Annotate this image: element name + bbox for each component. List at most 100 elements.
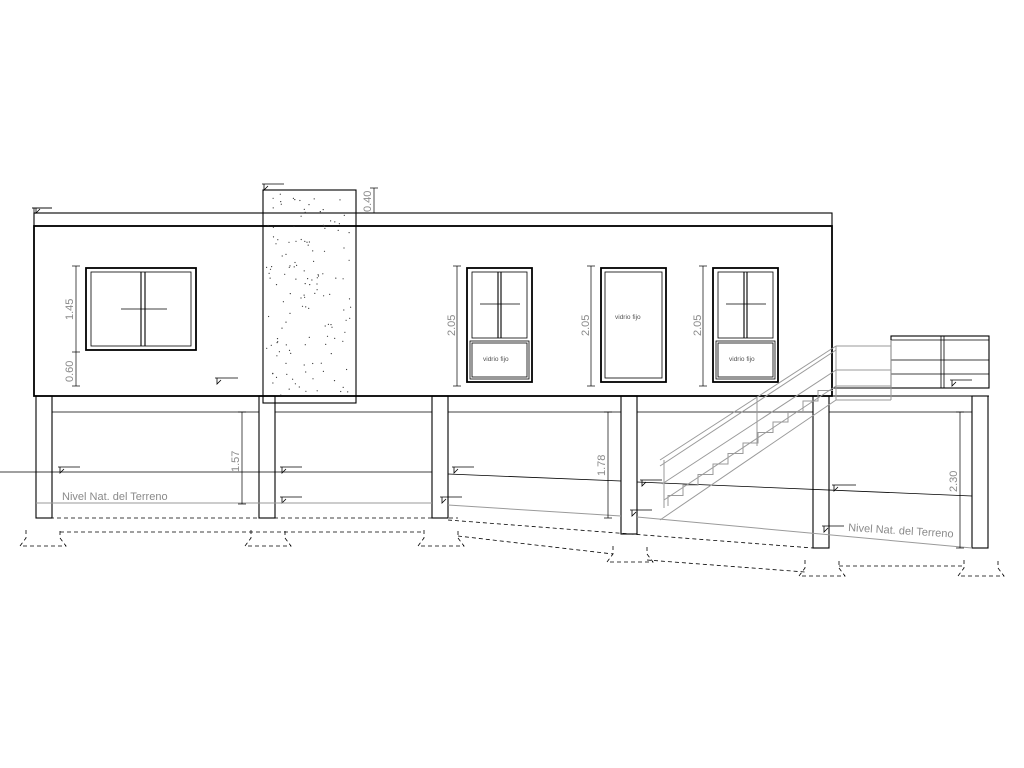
stone-texture-dot	[275, 243, 277, 245]
stone-texture-dot	[276, 342, 278, 344]
dim-sill-height: 0.60	[64, 361, 76, 382]
stone-texture-dot	[269, 268, 272, 270]
stone-texture-dot	[342, 340, 344, 342]
stone-texture-dot	[307, 244, 309, 246]
stone-texture-dot	[333, 380, 336, 382]
door-window-3: vidrio fijo	[712, 267, 779, 383]
stone-texture-dot	[300, 297, 302, 299]
stone-texture-dot	[330, 324, 332, 326]
stone-texture-dot	[266, 347, 268, 349]
stone-texture-dot	[282, 301, 284, 303]
dim-chimney-top: 0.40	[362, 191, 374, 212]
stone-texture-dot	[272, 373, 274, 375]
stone-texture-dot	[281, 327, 283, 329]
level-markers	[32, 183, 972, 533]
stone-texture-dot	[294, 261, 296, 264]
stone-texture-dot	[269, 277, 271, 279]
stone-texture-dot	[303, 294, 305, 296]
stone-texture-dot	[326, 335, 329, 337]
stone-texture-dot	[317, 274, 319, 276]
stone-texture-dot	[322, 370, 324, 372]
stone-texture-dot	[285, 321, 287, 323]
stone-texture-dot	[337, 229, 339, 231]
stone-texture-dot	[268, 272, 270, 274]
stone-texture-dot	[300, 215, 302, 217]
stone-texture-dot	[314, 292, 316, 294]
stone-texture-dot	[348, 259, 350, 261]
ground-lines: Nivel Nat. del Terreno Nivel Nat. del Te…	[36, 471, 973, 549]
stone-texture-dot	[308, 336, 310, 338]
stone-texture-dot	[272, 197, 274, 199]
stone-texture-dot	[311, 279, 313, 281]
balcony-platform	[890, 335, 990, 389]
stone-texture-dot	[268, 315, 270, 318]
stone-texture-dot	[320, 362, 322, 364]
stone-texture-dot	[346, 368, 348, 371]
stone-texture-dot	[313, 198, 315, 200]
stone-texture-dot	[347, 391, 349, 393]
stone-texture-dot	[288, 241, 290, 243]
dim-door-height-2: 2.05	[580, 315, 592, 336]
stone-texture-dot	[305, 371, 307, 373]
stone-texture-dot	[294, 383, 296, 385]
stone-texture-dot	[349, 317, 351, 319]
stone-texture-dot	[284, 273, 286, 275]
stone-texture-dot	[348, 232, 350, 234]
pile-dimensions: 1.57 1.78 2.30	[230, 411, 964, 549]
stone-texture-dot	[289, 265, 291, 267]
stone-texture-dot	[324, 227, 326, 229]
dim-pile-height-3: 2.30	[948, 471, 960, 492]
dim-pile-height-1: 1.57	[230, 451, 242, 472]
stone-texture-dot	[305, 306, 307, 308]
foundation-piles	[35, 395, 989, 549]
stone-texture-dot	[267, 224, 269, 227]
stone-texture-dot	[303, 270, 305, 272]
roof-parapet	[32, 207, 833, 227]
stone-texture-dot	[304, 240, 306, 242]
stone-texture-dot	[285, 253, 287, 255]
stone-texture-dot	[272, 207, 274, 209]
stone-texture-dot	[288, 388, 290, 390]
footings	[19, 517, 1005, 577]
stone-texture-dot	[308, 204, 310, 206]
stone-texture-dot	[343, 214, 345, 216]
chimney-dimension: 0.40	[362, 187, 378, 214]
stone-texture-dot	[289, 293, 291, 295]
stone-texture-dot	[329, 293, 331, 295]
stone-texture-dot	[275, 284, 278, 286]
stone-texture-dot	[313, 260, 315, 262]
fixed-glass-label-3: vidrio fijo	[729, 356, 755, 363]
door-1-dimension: 2.05	[446, 265, 461, 387]
stone-texture-dot	[276, 338, 279, 340]
stone-texture-dot	[303, 364, 305, 366]
stone-texture-dot	[350, 306, 352, 308]
stone-texture-dot	[335, 277, 337, 279]
stone-texture-dot	[298, 386, 300, 388]
left-window	[85, 267, 197, 351]
stone-texture-dot	[331, 326, 333, 328]
stone-texture-dot	[281, 255, 283, 257]
stone-texture-dot	[307, 278, 309, 280]
stone-texture-dot	[288, 266, 290, 268]
door-fixed-glass: vidrio fijo	[600, 267, 667, 383]
stone-texture-dot	[323, 250, 326, 252]
stone-texture-dot	[330, 353, 332, 355]
exterior-stair	[659, 340, 892, 521]
stone-texture-dot	[342, 278, 344, 280]
stone-texture-dot	[272, 236, 275, 238]
stone-texture-dot	[295, 240, 297, 242]
stone-texture-dot	[288, 349, 291, 351]
stone-texture-dot	[295, 278, 297, 280]
stone-texture-dot	[343, 309, 345, 311]
stone-texture-dot	[304, 283, 306, 285]
stone-texture-dot	[292, 378, 294, 380]
stone-texture-dot	[304, 211, 306, 213]
stone-texture-dot	[277, 239, 279, 241]
stone-texture-dot	[299, 199, 301, 202]
stone-texture-dot	[290, 352, 292, 354]
stone-texture-dot	[345, 319, 347, 321]
door-3-dimension: 2.05	[692, 265, 707, 387]
stone-texture-dot	[293, 266, 295, 268]
stone-texture-dot	[319, 211, 321, 213]
